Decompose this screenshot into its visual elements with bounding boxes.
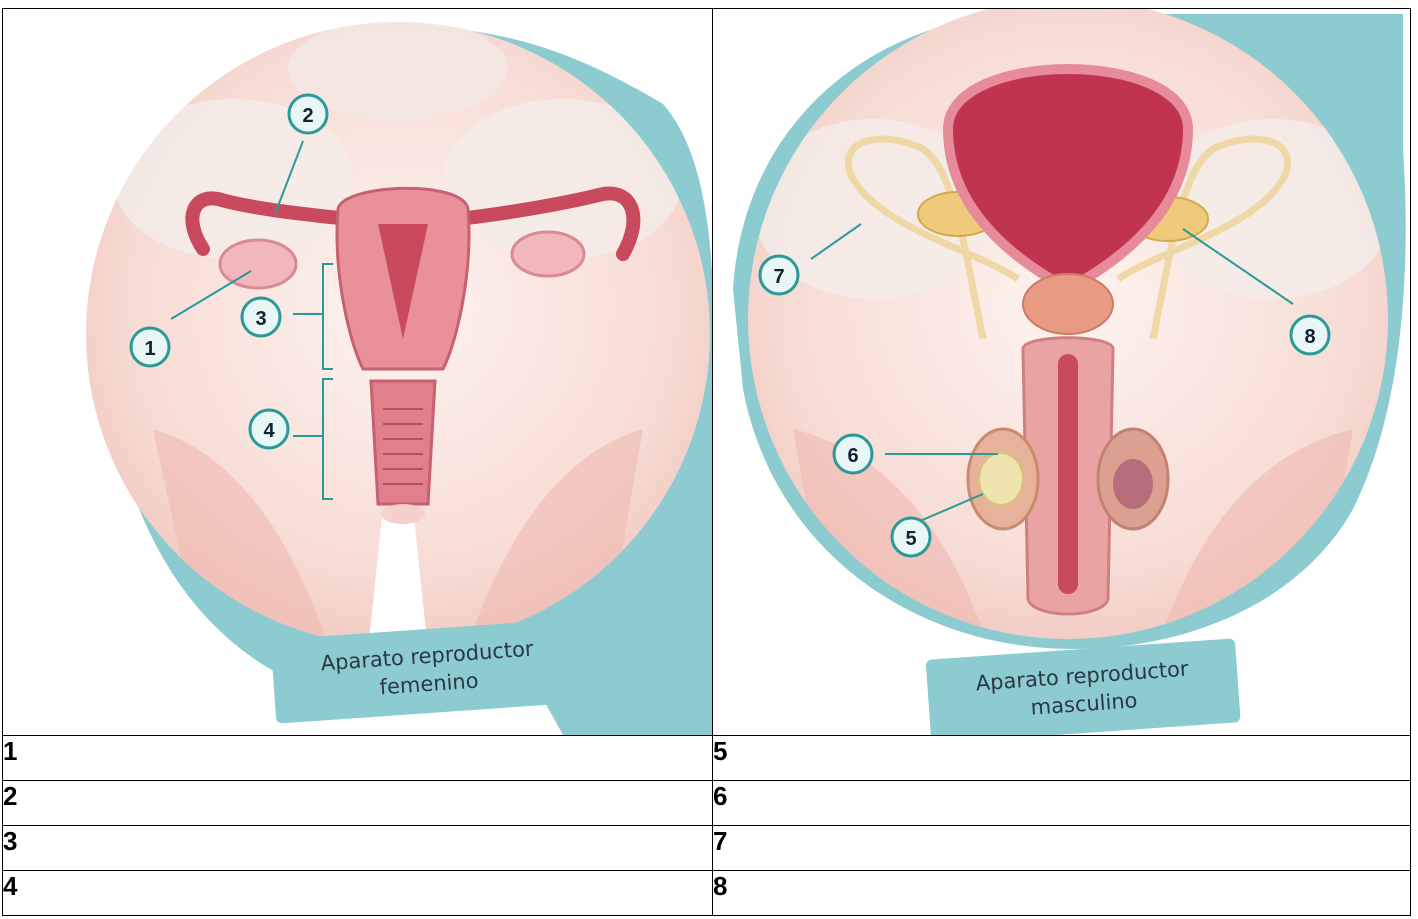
answer-cell-left[interactable]: 1 bbox=[3, 736, 713, 781]
worksheet-table: 1 2 3 4 bbox=[2, 8, 1411, 916]
answer-row: 1 5 bbox=[3, 736, 1411, 781]
answer-row: 2 6 bbox=[3, 781, 1411, 826]
answer-cell-right[interactable]: 5 bbox=[713, 736, 1411, 781]
vagina bbox=[371, 381, 435, 504]
callout-1: 1 bbox=[131, 328, 169, 366]
ovary-left bbox=[220, 240, 296, 288]
svg-text:6: 6 bbox=[847, 445, 858, 467]
svg-text:7: 7 bbox=[773, 266, 784, 288]
callout-8: 8 bbox=[1291, 316, 1329, 354]
svg-text:5: 5 bbox=[905, 528, 916, 550]
answer-cell-right[interactable]: 8 bbox=[713, 871, 1411, 916]
svg-text:3: 3 bbox=[255, 308, 266, 330]
callout-6: 6 bbox=[834, 435, 872, 473]
svg-text:4: 4 bbox=[263, 420, 275, 442]
answer-cell-right[interactable]: 6 bbox=[713, 781, 1411, 826]
answer-cell-left[interactable]: 3 bbox=[3, 826, 713, 871]
callout-4: 4 bbox=[250, 410, 288, 448]
prostate bbox=[1023, 274, 1113, 334]
svg-text:2: 2 bbox=[302, 105, 313, 127]
callout-2: 2 bbox=[289, 95, 327, 133]
answer-cell-left[interactable]: 4 bbox=[3, 871, 713, 916]
urethra bbox=[1058, 354, 1078, 594]
answer-row: 3 7 bbox=[3, 826, 1411, 871]
testis-right bbox=[1113, 459, 1153, 509]
male-diagram-cell: 5 6 7 8 A bbox=[713, 9, 1411, 736]
callout-7: 7 bbox=[760, 256, 798, 294]
testis-left bbox=[979, 453, 1023, 505]
ovary-right bbox=[512, 232, 584, 276]
male-caption-box: Aparato reproductor masculino bbox=[926, 638, 1241, 735]
callout-5: 5 bbox=[892, 518, 930, 556]
male-reproductive-diagram: 5 6 7 8 A bbox=[713, 9, 1411, 735]
female-diagram-cell: 1 2 3 4 bbox=[3, 9, 713, 736]
answer-cell-left[interactable]: 2 bbox=[3, 781, 713, 826]
svg-text:8: 8 bbox=[1304, 326, 1315, 348]
answer-row: 4 8 bbox=[3, 871, 1411, 916]
callout-3: 3 bbox=[242, 298, 280, 336]
female-reproductive-diagram: 1 2 3 4 bbox=[3, 9, 713, 735]
answer-cell-right[interactable]: 7 bbox=[713, 826, 1411, 871]
svg-text:1: 1 bbox=[144, 338, 155, 360]
